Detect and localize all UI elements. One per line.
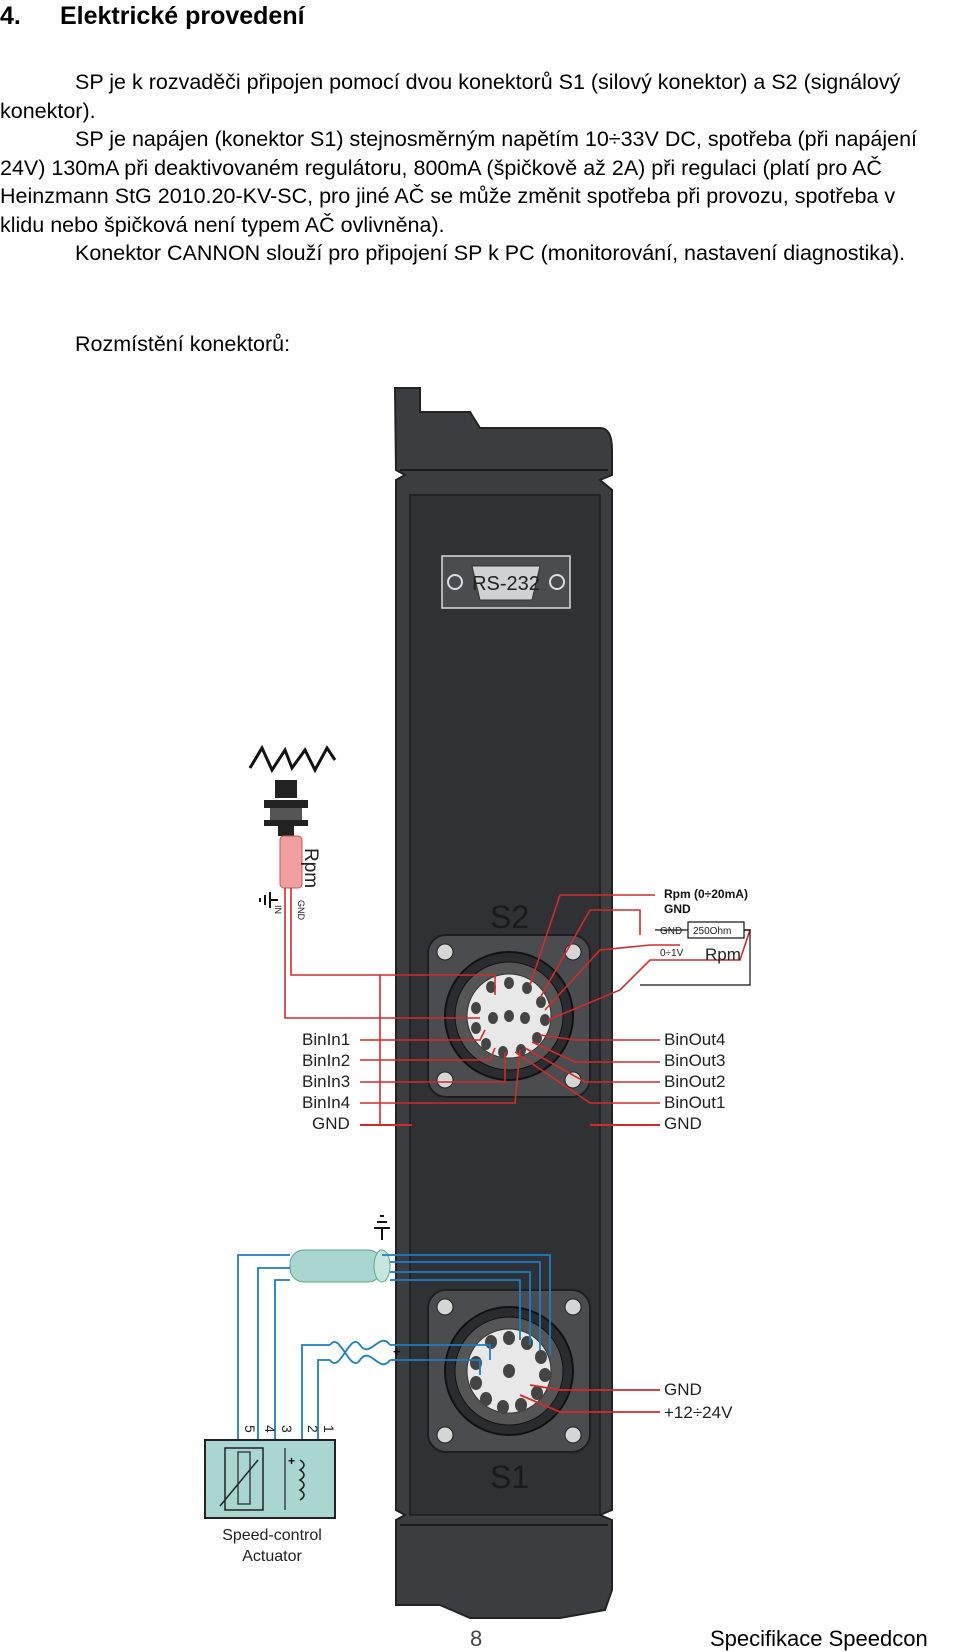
- speed-control-actuator: + 5 4 3 2 1 Speed-control Actuator: [204, 1425, 337, 1565]
- s1-wiring-blue: [237, 1254, 551, 1440]
- twisted-pair-plus: +: [393, 1344, 401, 1359]
- s1-wiring-red: [519, 1384, 660, 1413]
- right-gnd-label: GND: [664, 1114, 702, 1133]
- s2-label: S2: [490, 899, 529, 935]
- footer-title: Specifikace Speedcon: [710, 1626, 928, 1651]
- actuator-pin-3: 3: [279, 1425, 295, 1433]
- actuator-pin-1: 1: [321, 1425, 337, 1433]
- binin1-label: BinIn1: [302, 1030, 350, 1049]
- binin3-label: BinIn3: [302, 1072, 350, 1091]
- resistor-range-label: 0÷1V: [660, 948, 684, 959]
- power-voltage-label: +12÷24V: [664, 1403, 733, 1422]
- actuator-plus: +: [288, 1454, 295, 1468]
- rpm-resistor: 250Ohm GND 0÷1V Rpm: [640, 921, 751, 986]
- rs232-connector: RS-232: [441, 555, 571, 609]
- s2-top-labels: Rpm (0÷20mA) GND: [664, 887, 748, 916]
- paragraph-3: Konektor CANNON slouží pro připojení SP …: [75, 241, 906, 265]
- actuator-pin-2: 2: [305, 1425, 321, 1433]
- sensor-in-label: IN: [273, 905, 283, 914]
- left-input-labels: BinIn1 BinIn2 BinIn3 BinIn4 GND: [302, 1030, 350, 1133]
- sensor-gnd-label: GND: [296, 900, 306, 921]
- ground-symbol-sensor: [259, 892, 278, 908]
- binout3-label: BinOut3: [664, 1051, 725, 1070]
- right-output-labels: BinOut4 BinOut3 BinOut2 BinOut1 GND: [664, 1030, 725, 1133]
- actuator-label-line2: Actuator: [242, 1548, 302, 1565]
- actuator-pin-4: 4: [262, 1425, 278, 1433]
- s1-label: S1: [490, 1459, 529, 1495]
- binout1-label: BinOut1: [664, 1093, 725, 1112]
- left-gnd-label: GND: [312, 1114, 350, 1133]
- actuator-pin-5: 5: [242, 1425, 258, 1433]
- gnd-top-label: GND: [664, 902, 691, 916]
- section-heading: 4. Elektrické provedení: [0, 2, 305, 31]
- binin4-label: BinIn4: [302, 1093, 350, 1112]
- rpm-sensor: Rpm IN GND: [248, 744, 337, 921]
- page-number: 8: [470, 1626, 483, 1651]
- power-labels: GND +12÷24V: [664, 1380, 733, 1422]
- figure-label: Rozmístění konektorů:: [75, 332, 291, 356]
- section-title: Elektrické provedení: [60, 2, 305, 30]
- binout2-label: BinOut2: [664, 1072, 725, 1091]
- rpm-current-label: Rpm (0÷20mA): [664, 887, 748, 901]
- shielded-cable: [289, 1249, 391, 1283]
- rs232-label: RS-232: [472, 573, 540, 595]
- paragraph-1: SP je k rozvaděči připojen pomocí dvou k…: [0, 70, 901, 123]
- section-number: 4.: [0, 2, 21, 30]
- rpm-sensor-label: Rpm: [300, 848, 321, 888]
- actuator-label-line1: Speed-control: [222, 1527, 322, 1544]
- s2-wiring: [284, 888, 752, 1126]
- ground-symbol-shield: [374, 1215, 390, 1240]
- power-gnd-label: GND: [664, 1380, 702, 1399]
- resistor-value: 250Ohm: [693, 926, 731, 937]
- resistor-gnd-label: GND: [660, 926, 682, 937]
- s2-connector: S2: [427, 899, 591, 1098]
- binin2-label: BinIn2: [302, 1051, 350, 1070]
- body-text: SP je k rozvaděči připojen pomocí dvou k…: [0, 68, 940, 268]
- connector-diagram: RS-232 Rpm IN GND: [204, 387, 752, 1619]
- paragraph-2: SP je napájen (konektor S1) stejnosměrný…: [0, 127, 917, 237]
- rpm-voltage-label: Rpm: [705, 945, 741, 964]
- binout4-label: BinOut4: [664, 1030, 725, 1049]
